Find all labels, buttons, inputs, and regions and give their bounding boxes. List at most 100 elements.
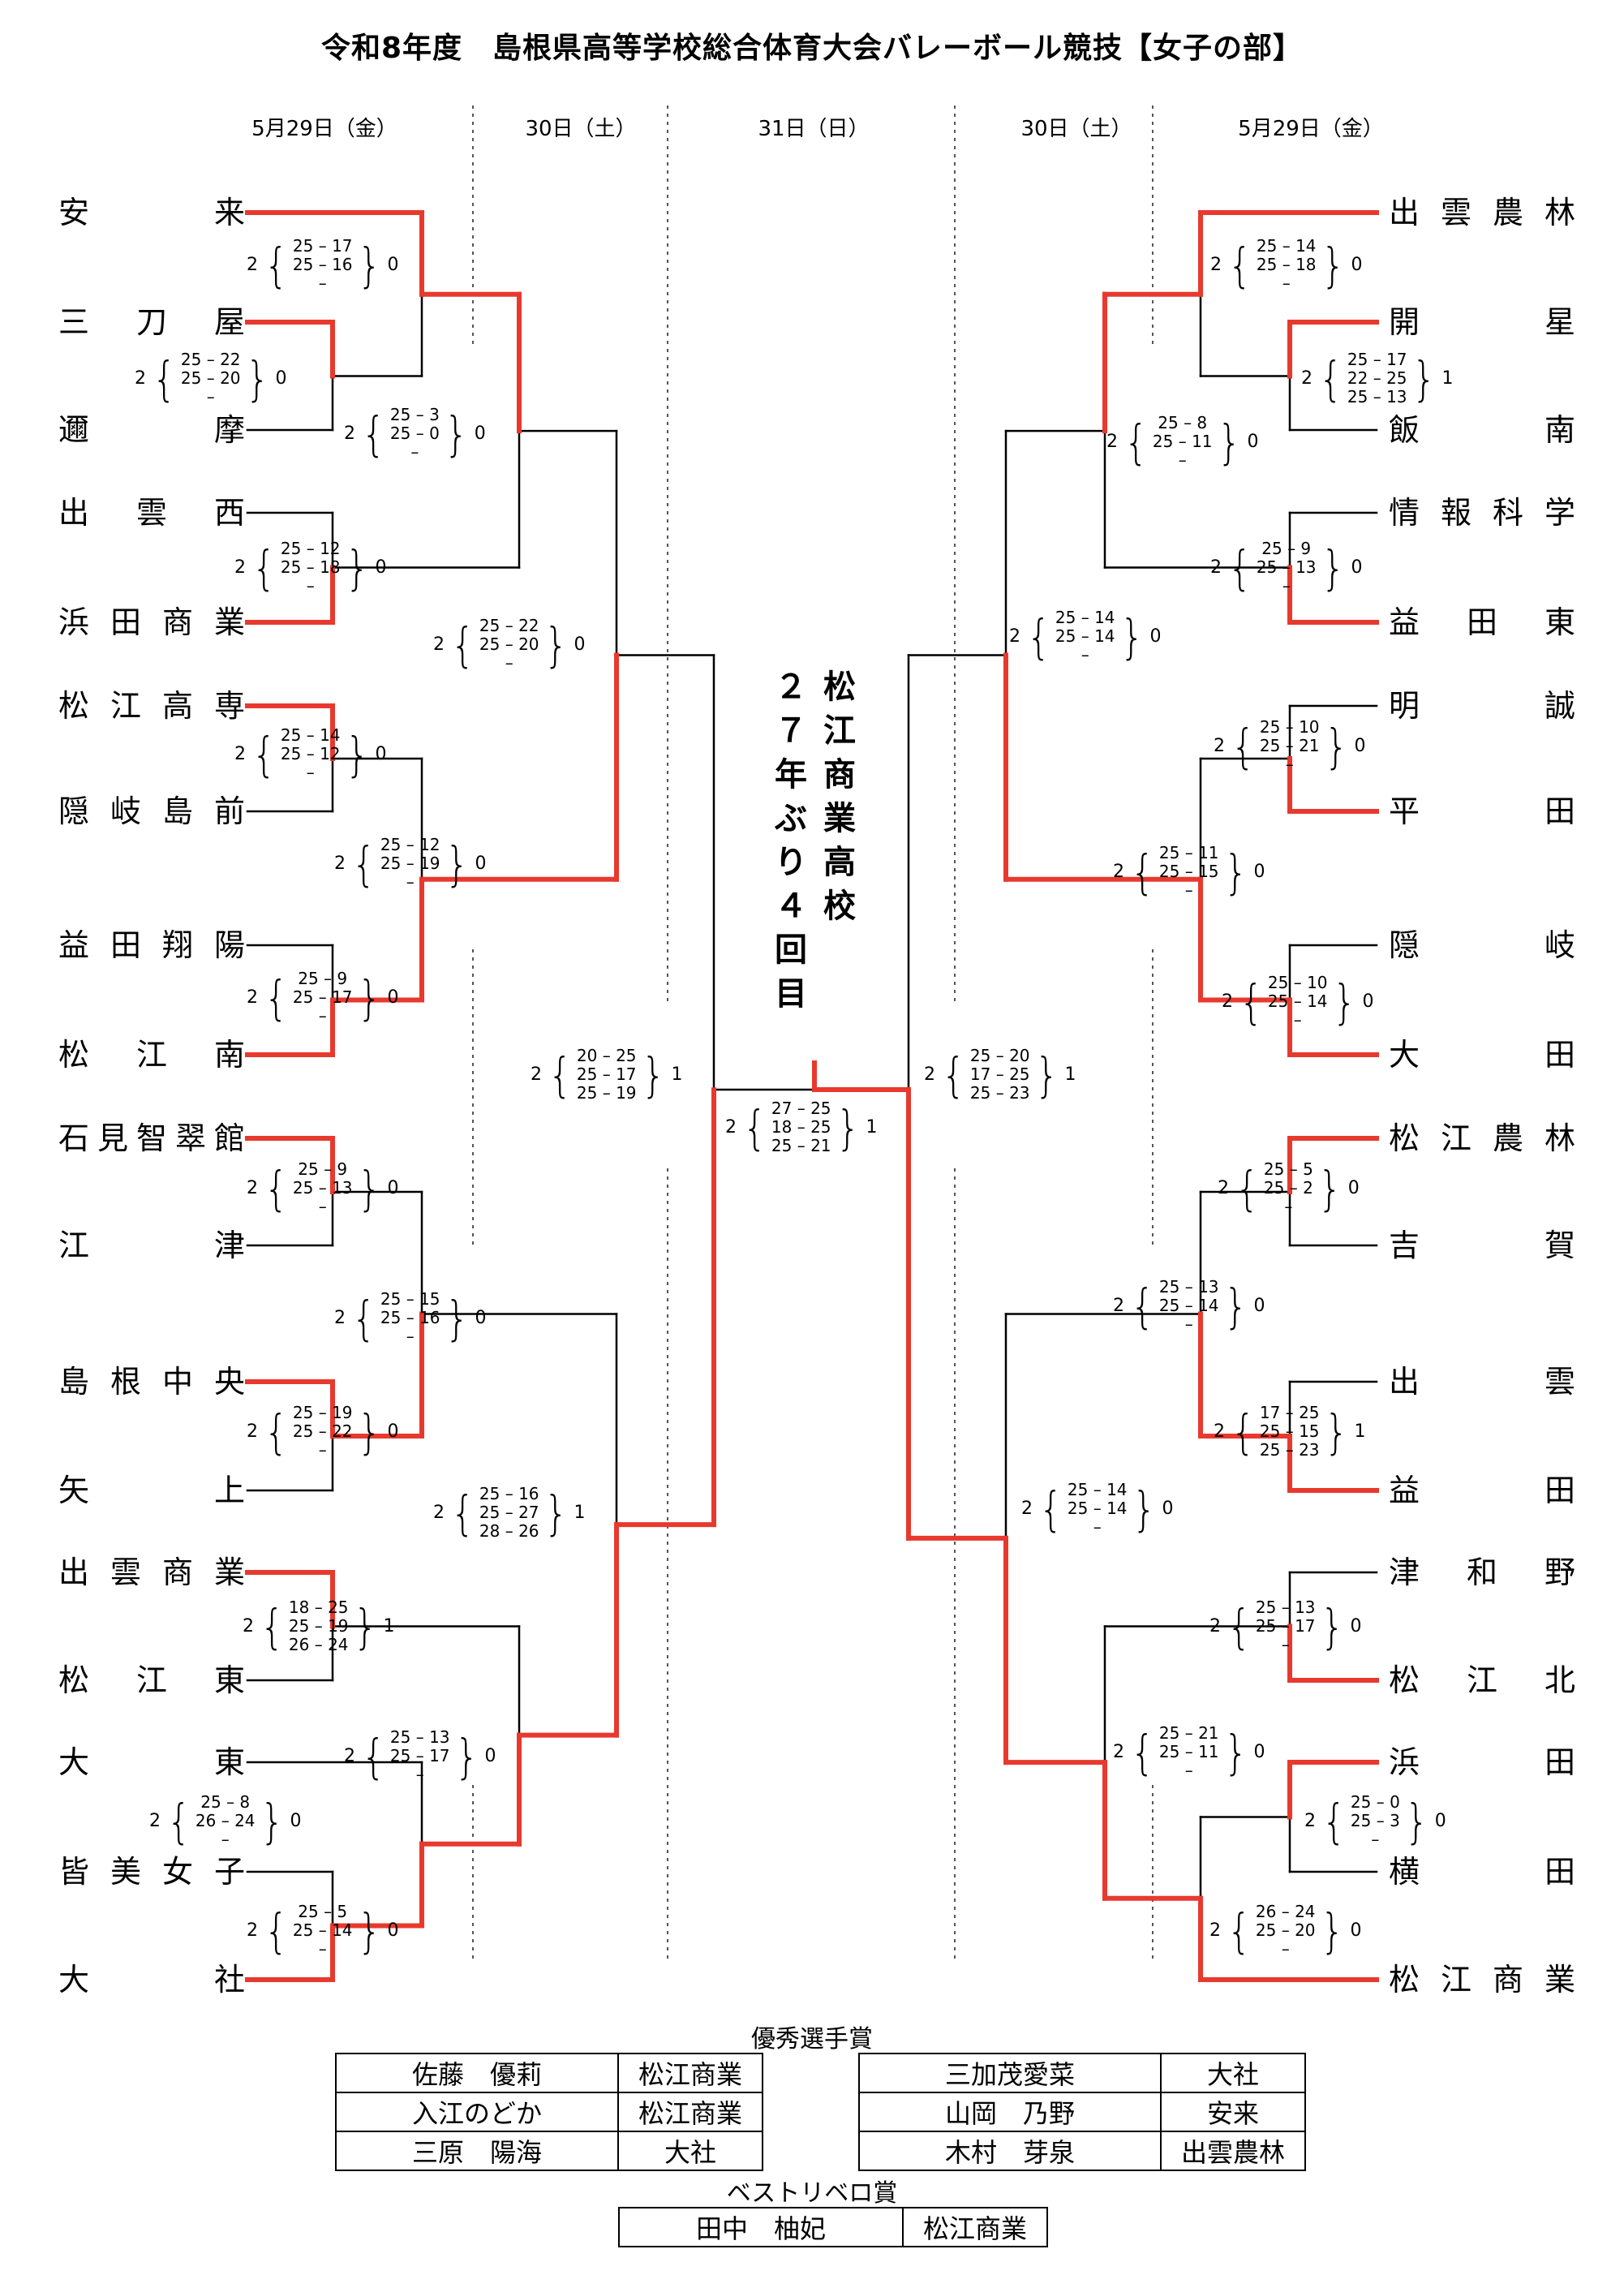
set-score: –: [1282, 273, 1291, 293]
right-brace: }: [445, 1290, 469, 1346]
champion-char: ぶ: [775, 800, 807, 837]
set-score: 25 – 16: [292, 255, 353, 274]
loser-sets: 0: [1362, 991, 1374, 1012]
award-player: 佐藤 優莉: [335, 2053, 619, 2093]
left-team-7: 隠岐島前: [58, 793, 245, 829]
set-score: 25 – 11: [1158, 843, 1219, 862]
right-team-17: 横田: [1389, 1854, 1575, 1890]
loser-sets: 0: [1247, 432, 1259, 452]
award-school: 大社: [617, 2131, 763, 2171]
set-score: –: [415, 1765, 424, 1784]
set-score: –: [1371, 1830, 1380, 1849]
right-brace: }: [245, 350, 269, 406]
right-team-11: 吉賀: [1389, 1228, 1575, 1263]
set-score: 25 – 20: [969, 1046, 1030, 1065]
left-team-16: 大東: [58, 1744, 245, 1780]
left-team-17: 皆美女子: [58, 1854, 245, 1890]
winner-sets: 2: [247, 1920, 258, 1941]
set-score: 25 – 15: [380, 1289, 440, 1309]
loser-sets: 1: [1064, 1064, 1076, 1085]
set-score: 25 – 11: [1158, 1742, 1219, 1761]
left-brace: {: [361, 406, 386, 462]
set-score: –: [318, 1197, 327, 1216]
set-score: 25 – 21: [1158, 1723, 1219, 1743]
set-score: 25 – 17: [292, 236, 353, 256]
right-team-16: 浜田: [1389, 1744, 1575, 1780]
set-score: 25 – 15: [1158, 862, 1219, 881]
winner-sets: 2: [1009, 626, 1020, 647]
set-score: 25 – 8: [200, 1792, 251, 1812]
date-header-day2-right: 30日（土）: [1020, 117, 1132, 141]
left-brace: {: [152, 350, 177, 406]
set-score: 25 – 27: [479, 1503, 539, 1522]
set-score: 25 – 21: [1259, 736, 1320, 755]
winner-sets: 2: [1214, 736, 1225, 756]
set-score: 25 – 9: [1261, 539, 1312, 558]
day-dividers: [472, 105, 1154, 1963]
set-score: 28 – 26: [479, 1521, 539, 1541]
set-score: 25 – 12: [280, 539, 341, 558]
left-brace: {: [941, 1047, 966, 1103]
champion-char: 年: [775, 756, 807, 793]
set-score: 25 – 16: [380, 1308, 440, 1327]
right-brace: }: [1320, 1903, 1344, 1959]
set-score: 25 – 15: [1259, 1421, 1320, 1441]
right-team-10: 松江農林: [1389, 1120, 1575, 1156]
right-brace: }: [1321, 237, 1345, 293]
set-score: –: [318, 273, 327, 293]
set-score: 25 – 17: [389, 1746, 450, 1765]
loser-sets: 0: [1351, 557, 1363, 578]
loser-sets: 1: [866, 1117, 878, 1138]
set-score: 25 – 17: [576, 1064, 637, 1084]
set-score: 17 – 25: [1259, 1403, 1320, 1422]
right-brace: }: [1404, 1793, 1429, 1849]
winner-sets: 2: [243, 1616, 254, 1636]
right-team-14: 津和野: [1389, 1555, 1575, 1590]
set-score: 25 – 13: [1255, 1598, 1316, 1617]
loser-sets: 0: [475, 1308, 487, 1328]
left-brace: {: [1239, 974, 1264, 1030]
right-brace: }: [357, 1404, 381, 1460]
left-brace: {: [1227, 540, 1252, 596]
set-score: –: [1281, 1939, 1290, 1959]
champion-char: 回: [775, 931, 807, 969]
table-row: 田中 柚妃松江商業: [618, 2207, 1048, 2247]
champion-char: 松: [823, 669, 856, 706]
left-brace: {: [450, 1485, 475, 1541]
award-title: 優秀選手賞: [751, 2025, 873, 2054]
left-team-3: 邇摩: [58, 412, 245, 448]
champion-char: ４: [775, 888, 807, 925]
set-score: 25 – 9: [298, 1159, 348, 1179]
right-brace: }: [445, 836, 469, 892]
set-score: 25 – 8: [1158, 413, 1208, 432]
right-brace: }: [1223, 1724, 1248, 1780]
set-score: 25 – 17: [1347, 350, 1407, 369]
set-score: 17 – 25: [969, 1064, 1030, 1084]
right-brace: }: [1223, 1278, 1248, 1334]
winner-sets: 2: [1209, 1616, 1221, 1636]
left-team-8: 益田翔陽: [58, 927, 245, 963]
